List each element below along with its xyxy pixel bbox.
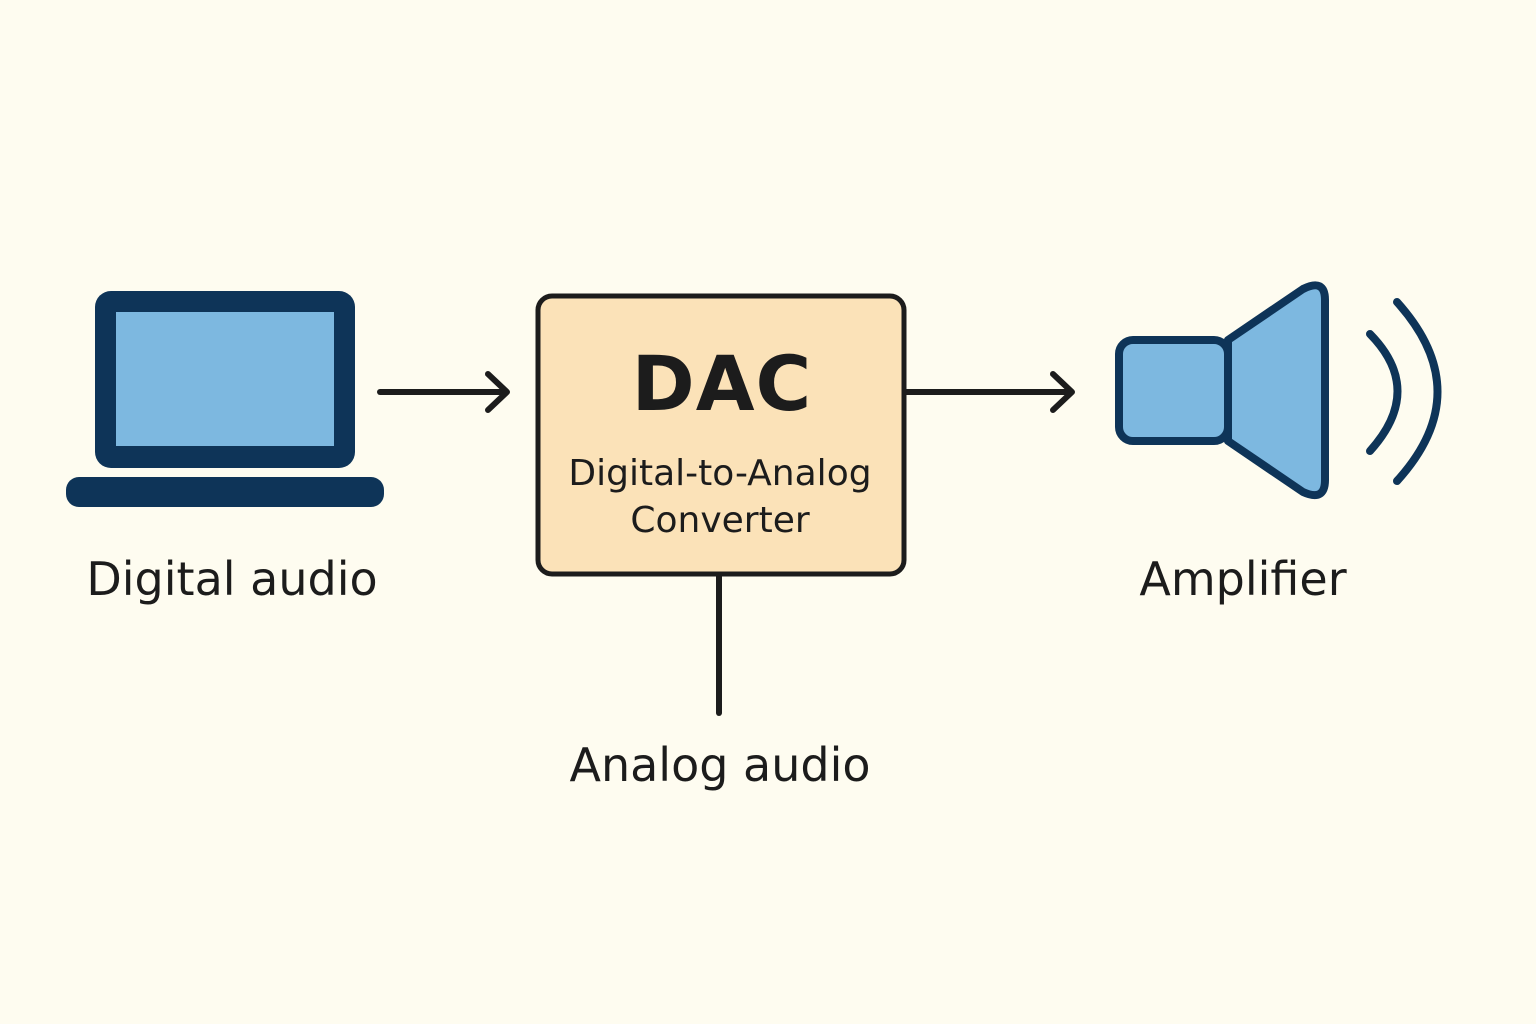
sound-wave-outer [1393, 298, 1442, 485]
laptop-base [66, 477, 384, 507]
arrow-dac-to-output [903, 371, 1075, 413]
sound-wave-inner [1366, 330, 1402, 455]
dac-subtitle-line2: Converter [630, 500, 810, 541]
speaker-icon [1115, 281, 1442, 499]
amplifier-label: Amplifier [1139, 552, 1347, 606]
arrow-source-to-dac [377, 371, 510, 413]
analog-audio-label: Analog audio [569, 738, 871, 792]
dac-subtitle-line1: Digital-to-Analog [568, 453, 872, 494]
laptop-icon [66, 291, 384, 507]
dac-title: DAC [631, 339, 813, 428]
dac-subtitle: Digital-to-Analog Converter [568, 450, 871, 544]
laptop-screen-display [116, 312, 334, 446]
speaker-body [1115, 336, 1232, 445]
speaker-cone [1224, 281, 1329, 499]
digital-audio-label: Digital audio [86, 552, 378, 606]
